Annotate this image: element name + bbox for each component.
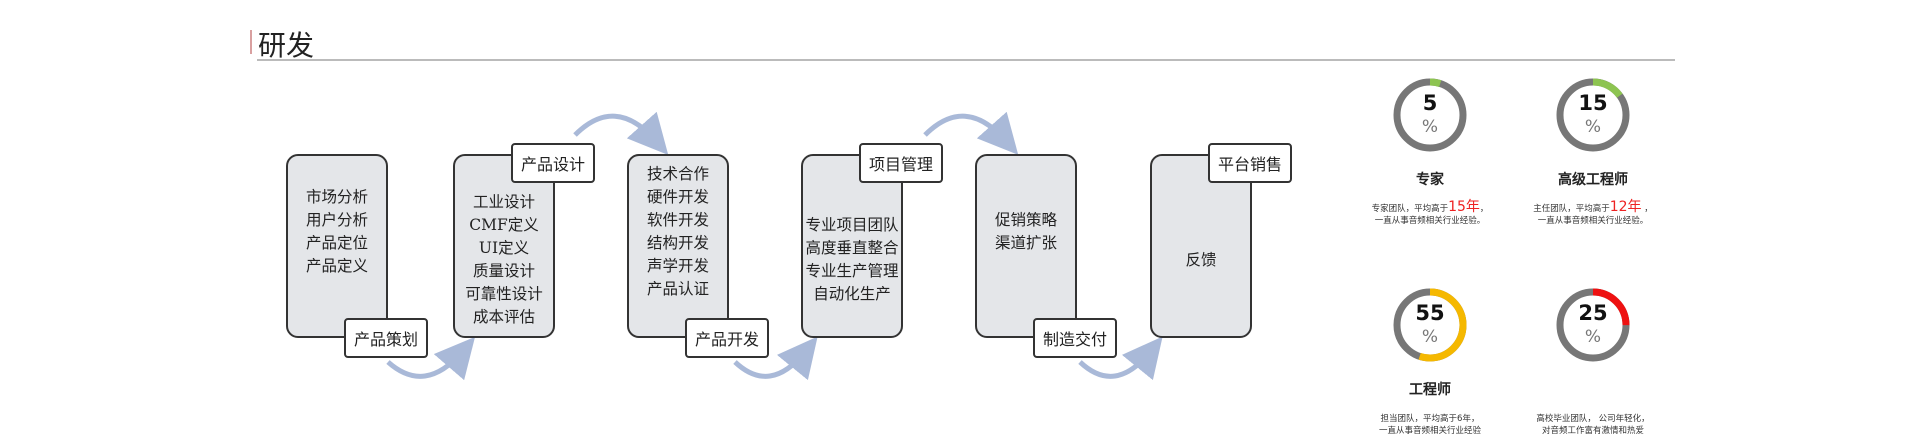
process-item: 高度垂直整合 bbox=[805, 239, 899, 257]
process-item: 自动化生产 bbox=[813, 285, 891, 303]
desc-text: 专家团队，平均高于 bbox=[1371, 204, 1449, 214]
role-description: 专家团队，平均高于15年， 一直从事音频相关行业经验。 bbox=[1330, 199, 1530, 227]
title-accent-bar bbox=[250, 30, 252, 54]
desc-text: 主任团队，平均高于 bbox=[1533, 204, 1610, 214]
progress-ring bbox=[1393, 288, 1467, 362]
process-item: 专业生产管理 bbox=[805, 262, 899, 280]
role-name: 专家 bbox=[1416, 172, 1444, 188]
process-item: 市场分析 bbox=[305, 188, 368, 206]
progress-ring bbox=[1393, 78, 1467, 152]
arrow-3 bbox=[733, 336, 818, 381]
stat-value: 5 bbox=[1422, 91, 1438, 115]
process-item: 软件开发 bbox=[646, 211, 709, 229]
stage-label: 制造交付 bbox=[1033, 318, 1118, 358]
process-box-4: 专业项目团队高度垂直整合专业生产管理自动化生产 bbox=[801, 154, 903, 338]
role-description: 主任团队，平均高于12年 ， 一直从事音频相关行业经验。 bbox=[1493, 199, 1693, 227]
arrow-1 bbox=[386, 336, 476, 381]
role-description: 担当团队，平均高于6年， 一直从事音频相关行业经验 bbox=[1330, 411, 1530, 437]
stage-label: 产品策划 bbox=[344, 318, 429, 358]
page-title: 研发 bbox=[258, 29, 315, 62]
stat-value: 55 bbox=[1415, 301, 1445, 325]
desc-text: ， bbox=[1641, 204, 1653, 214]
stat-value: 15 bbox=[1578, 91, 1608, 115]
process-item: 用户分析 bbox=[305, 211, 368, 229]
process-item: 渠道扩张 bbox=[994, 234, 1057, 252]
title-divider bbox=[257, 59, 1675, 61]
process-item: 成本评估 bbox=[472, 308, 535, 326]
process-item: 硬件开发 bbox=[646, 188, 709, 206]
process-box-3: 技术合作硬件开发软件开发结构开发声学开发产品认证 bbox=[627, 154, 729, 338]
process-box-5: 促销策略渠道扩张 bbox=[975, 154, 1077, 338]
arrow-4 bbox=[923, 111, 1019, 155]
process-item: 声学开发 bbox=[646, 257, 709, 275]
process-item: 质量设计 bbox=[472, 262, 535, 280]
desc-text: 一直从事音频相关行业经验。 bbox=[1537, 216, 1649, 226]
desc-text: ， bbox=[1479, 204, 1489, 214]
role-name: 高级工程师 bbox=[1558, 172, 1628, 188]
desc-text: 对音频工作富有激情和热爱 bbox=[1541, 426, 1644, 436]
desc-text: 高校毕业团队， 公司年轻化， bbox=[1536, 414, 1650, 424]
process-item: 产品定位 bbox=[305, 234, 368, 252]
process-item: 工业设计 bbox=[472, 193, 535, 211]
progress-ring bbox=[1556, 78, 1630, 152]
process-item: 反馈 bbox=[1185, 250, 1217, 269]
process-box-6: 反馈 bbox=[1150, 154, 1252, 338]
desc-highlight: 12年 bbox=[1609, 199, 1642, 215]
desc-text: 一直从事音频相关行业经验 bbox=[1378, 426, 1481, 436]
process-box-1: 市场分析用户分析产品定位产品定义 bbox=[286, 154, 388, 338]
stage-label: 平台销售 bbox=[1208, 143, 1293, 183]
arrow-5 bbox=[1078, 336, 1163, 381]
role-description: 高校毕业团队， 公司年轻化， 对音频工作富有激情和热爱 bbox=[1493, 411, 1693, 437]
process-box-2: 工业设计 CMF定义 UI定义质量设计可靠性设计成本评估 bbox=[453, 154, 555, 338]
process-item: 结构开发 bbox=[646, 234, 709, 252]
stat-unit: % bbox=[1584, 327, 1602, 347]
process-item: 产品定义 bbox=[305, 257, 368, 275]
desc-highlight: 15年 bbox=[1448, 199, 1480, 215]
desc-text: 担当团队，平均高于6年， bbox=[1380, 414, 1480, 424]
process-item: 促销策略 bbox=[994, 211, 1057, 229]
stat-unit: % bbox=[1421, 117, 1439, 137]
process-item: 技术合作 bbox=[646, 165, 709, 183]
role-name: 工程师 bbox=[1409, 382, 1451, 398]
process-item: CMF定义 bbox=[469, 216, 539, 234]
progress-ring bbox=[1556, 288, 1630, 362]
arrow-2 bbox=[573, 111, 669, 155]
stage-label: 产品设计 bbox=[511, 143, 596, 183]
process-item: 可靠性设计 bbox=[465, 285, 543, 303]
stat-unit: % bbox=[1584, 117, 1602, 137]
stat-value: 25 bbox=[1578, 301, 1608, 325]
process-item: 专业项目团队 bbox=[805, 216, 899, 234]
stat-unit: % bbox=[1421, 327, 1439, 347]
desc-text: 一直从事音频相关行业经验。 bbox=[1374, 216, 1486, 226]
process-item: 产品认证 bbox=[646, 280, 709, 298]
stage-label: 产品开发 bbox=[685, 318, 770, 358]
process-item: UI定义 bbox=[478, 239, 530, 257]
stage-label: 项目管理 bbox=[859, 143, 944, 183]
